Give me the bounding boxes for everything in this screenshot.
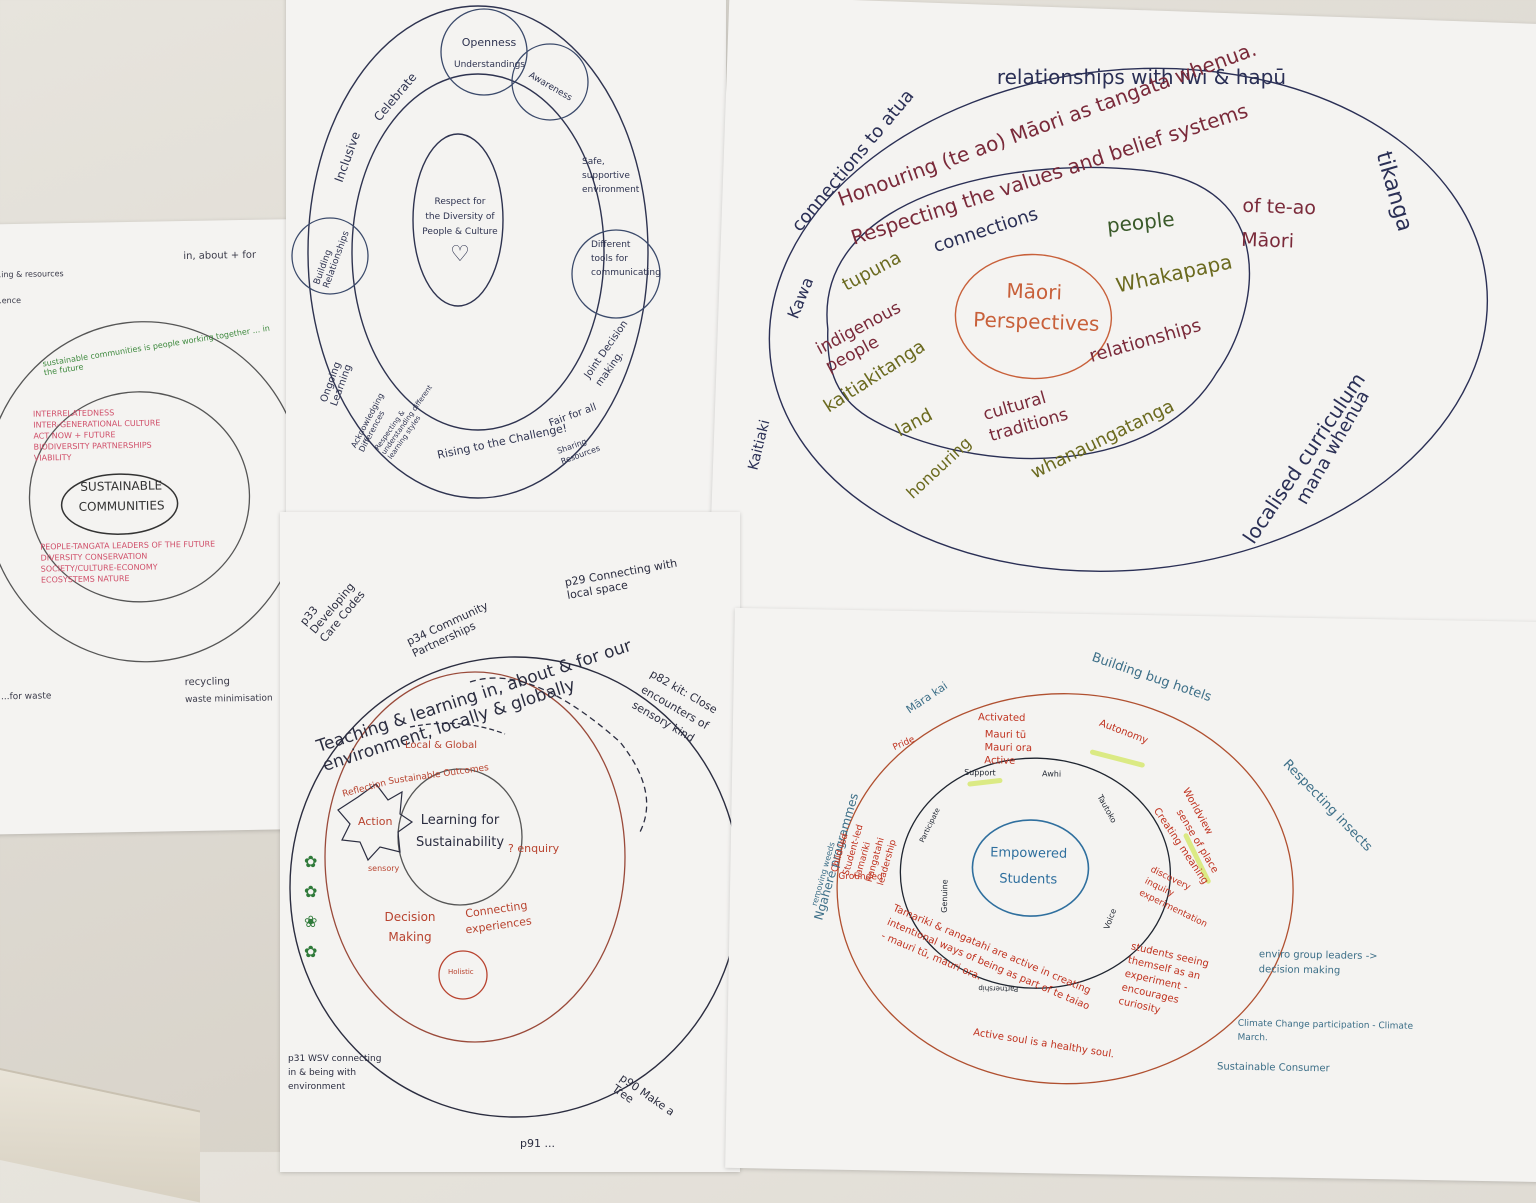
note-climate-change: Climate Change participation - Climate M… xyxy=(1237,1018,1414,1044)
word-interrelatedness: INTERRELATEDNESS xyxy=(32,408,115,419)
center-line-2: Sustainability xyxy=(415,835,505,850)
poster-diversity: Openness Understandings Awareness Celebr… xyxy=(286,0,726,530)
center-respect-diversity: Respect for the Diversity of People & Cu… xyxy=(420,195,500,270)
poster-sustainable-communities: in, about + for ...ing & resources ...en… xyxy=(0,219,306,835)
word-decision-making: Decision Making xyxy=(384,910,436,944)
center-line-3: People & Culture xyxy=(422,227,498,237)
mauri-block: Mauri tū Mauri ora Active xyxy=(984,728,1055,768)
center-line-2: Students xyxy=(999,871,1058,888)
center-line-2: Perspectives xyxy=(972,307,1100,336)
word-people-tangata: PEOPLE-TANGATA xyxy=(40,541,110,552)
word-act: ACT xyxy=(33,431,50,441)
word-leaders: LEADERS OF THE FUTURE xyxy=(111,539,216,551)
note-ence: ...ence xyxy=(0,295,22,306)
word-intergenerational: INTER-GENERATIONAL xyxy=(33,419,122,430)
center-label: SUSTAINABLE COMMUNITIES xyxy=(78,478,165,514)
note-waste-minimisation: waste minimisation xyxy=(184,693,273,706)
center-line-1: Empowered xyxy=(990,845,1068,862)
word-safe-supportive: Safe, supportive environment xyxy=(582,157,640,195)
note-p91: p91 ... xyxy=(520,1137,555,1150)
desk-corner xyxy=(0,1068,200,1203)
word-grounded: Grounded xyxy=(838,871,883,883)
word-local-global: Local & Global xyxy=(405,740,477,751)
word-nature: NATURE xyxy=(97,574,130,584)
word-active: Active xyxy=(984,755,1016,767)
word-activated: Activated xyxy=(977,712,1026,724)
ring-word-openness: Openness Understandings xyxy=(454,32,525,76)
poster-learning-sustainability: p33 Developing Care Codes p34 Community … xyxy=(280,512,740,1172)
note-in-about-for: in, about + for xyxy=(183,249,257,263)
center-maori-perspectives: Māori Perspectives xyxy=(972,274,1100,338)
note-p31: p31 WSV connecting in & being with envir… xyxy=(288,1054,382,1092)
word-ecosystems: ECOSYSTEMS xyxy=(40,574,95,585)
word-biodiversity: BIODIVERSITY xyxy=(33,441,90,452)
text-of-te-ao-maori: of te-ao Māori xyxy=(1240,194,1317,253)
word-now-future: NOW + FUTURE xyxy=(51,430,116,441)
center-line-1: Māori xyxy=(1006,278,1063,305)
poster-maori-perspectives: Kawa connections to atua relationships w… xyxy=(707,0,1536,665)
note-resources: ...ing & resources xyxy=(0,269,64,280)
flower-doodles-icon: ✿✿❀✿ xyxy=(304,852,318,961)
word-enquiry: ? enquiry xyxy=(508,842,560,855)
center-line-1: Respect for xyxy=(434,197,486,207)
word-holistic: Holistic xyxy=(448,968,474,976)
word-awhi: Awhi xyxy=(1042,769,1062,779)
word-genuine: Genuine xyxy=(939,879,950,913)
center-empowered-students: Empowered Students xyxy=(978,840,1079,894)
inner-ring-words-bottom: PEOPLE-TANGATA LEADERS OF THE FUTURE DIV… xyxy=(40,538,241,585)
word-society-culture-economy: SOCIETY/CULTURE-ECONOMY xyxy=(40,562,158,574)
center-learning-sustainability: Learning for Sustainability xyxy=(415,810,505,854)
word-support: Support xyxy=(964,767,996,778)
word-different-tools: Different tools for communicating xyxy=(591,240,661,278)
word-mauri-tu: Mauri tū xyxy=(984,729,1027,741)
note-sustainable-consumer: Sustainable Consumer xyxy=(1216,1061,1330,1075)
word-viability: VIABILITY xyxy=(33,453,72,463)
word-understandings: Understandings xyxy=(454,60,525,70)
word-mauri-ora: Mauri ora xyxy=(984,742,1033,755)
word-openness: Openness xyxy=(461,36,517,49)
note-waste: ...for waste xyxy=(0,691,52,703)
word-sensory: sensory xyxy=(368,864,400,873)
word-partnerships: PARTNERSHIPS xyxy=(92,440,152,451)
word-action: Action xyxy=(358,815,393,828)
center-line-1: Learning for xyxy=(420,813,500,828)
word-culture: CULTURE xyxy=(124,418,161,429)
inner-ring-words-top: INTERRELATEDNESS INTER-GENERATIONAL CULT… xyxy=(33,405,244,464)
word-diversity: DIVERSITY xyxy=(40,552,83,563)
center-line-2: the Diversity of xyxy=(425,212,495,222)
heart-icon: ♡ xyxy=(450,242,470,267)
note-recycling: recycling xyxy=(184,676,231,689)
note-enviro-group: enviro group leaders -> decision making xyxy=(1258,949,1378,977)
word-conservation: CONSERVATION xyxy=(84,551,148,562)
poster-empowered-students: Māra kai Building bug hotels Respecting … xyxy=(725,607,1536,1183)
